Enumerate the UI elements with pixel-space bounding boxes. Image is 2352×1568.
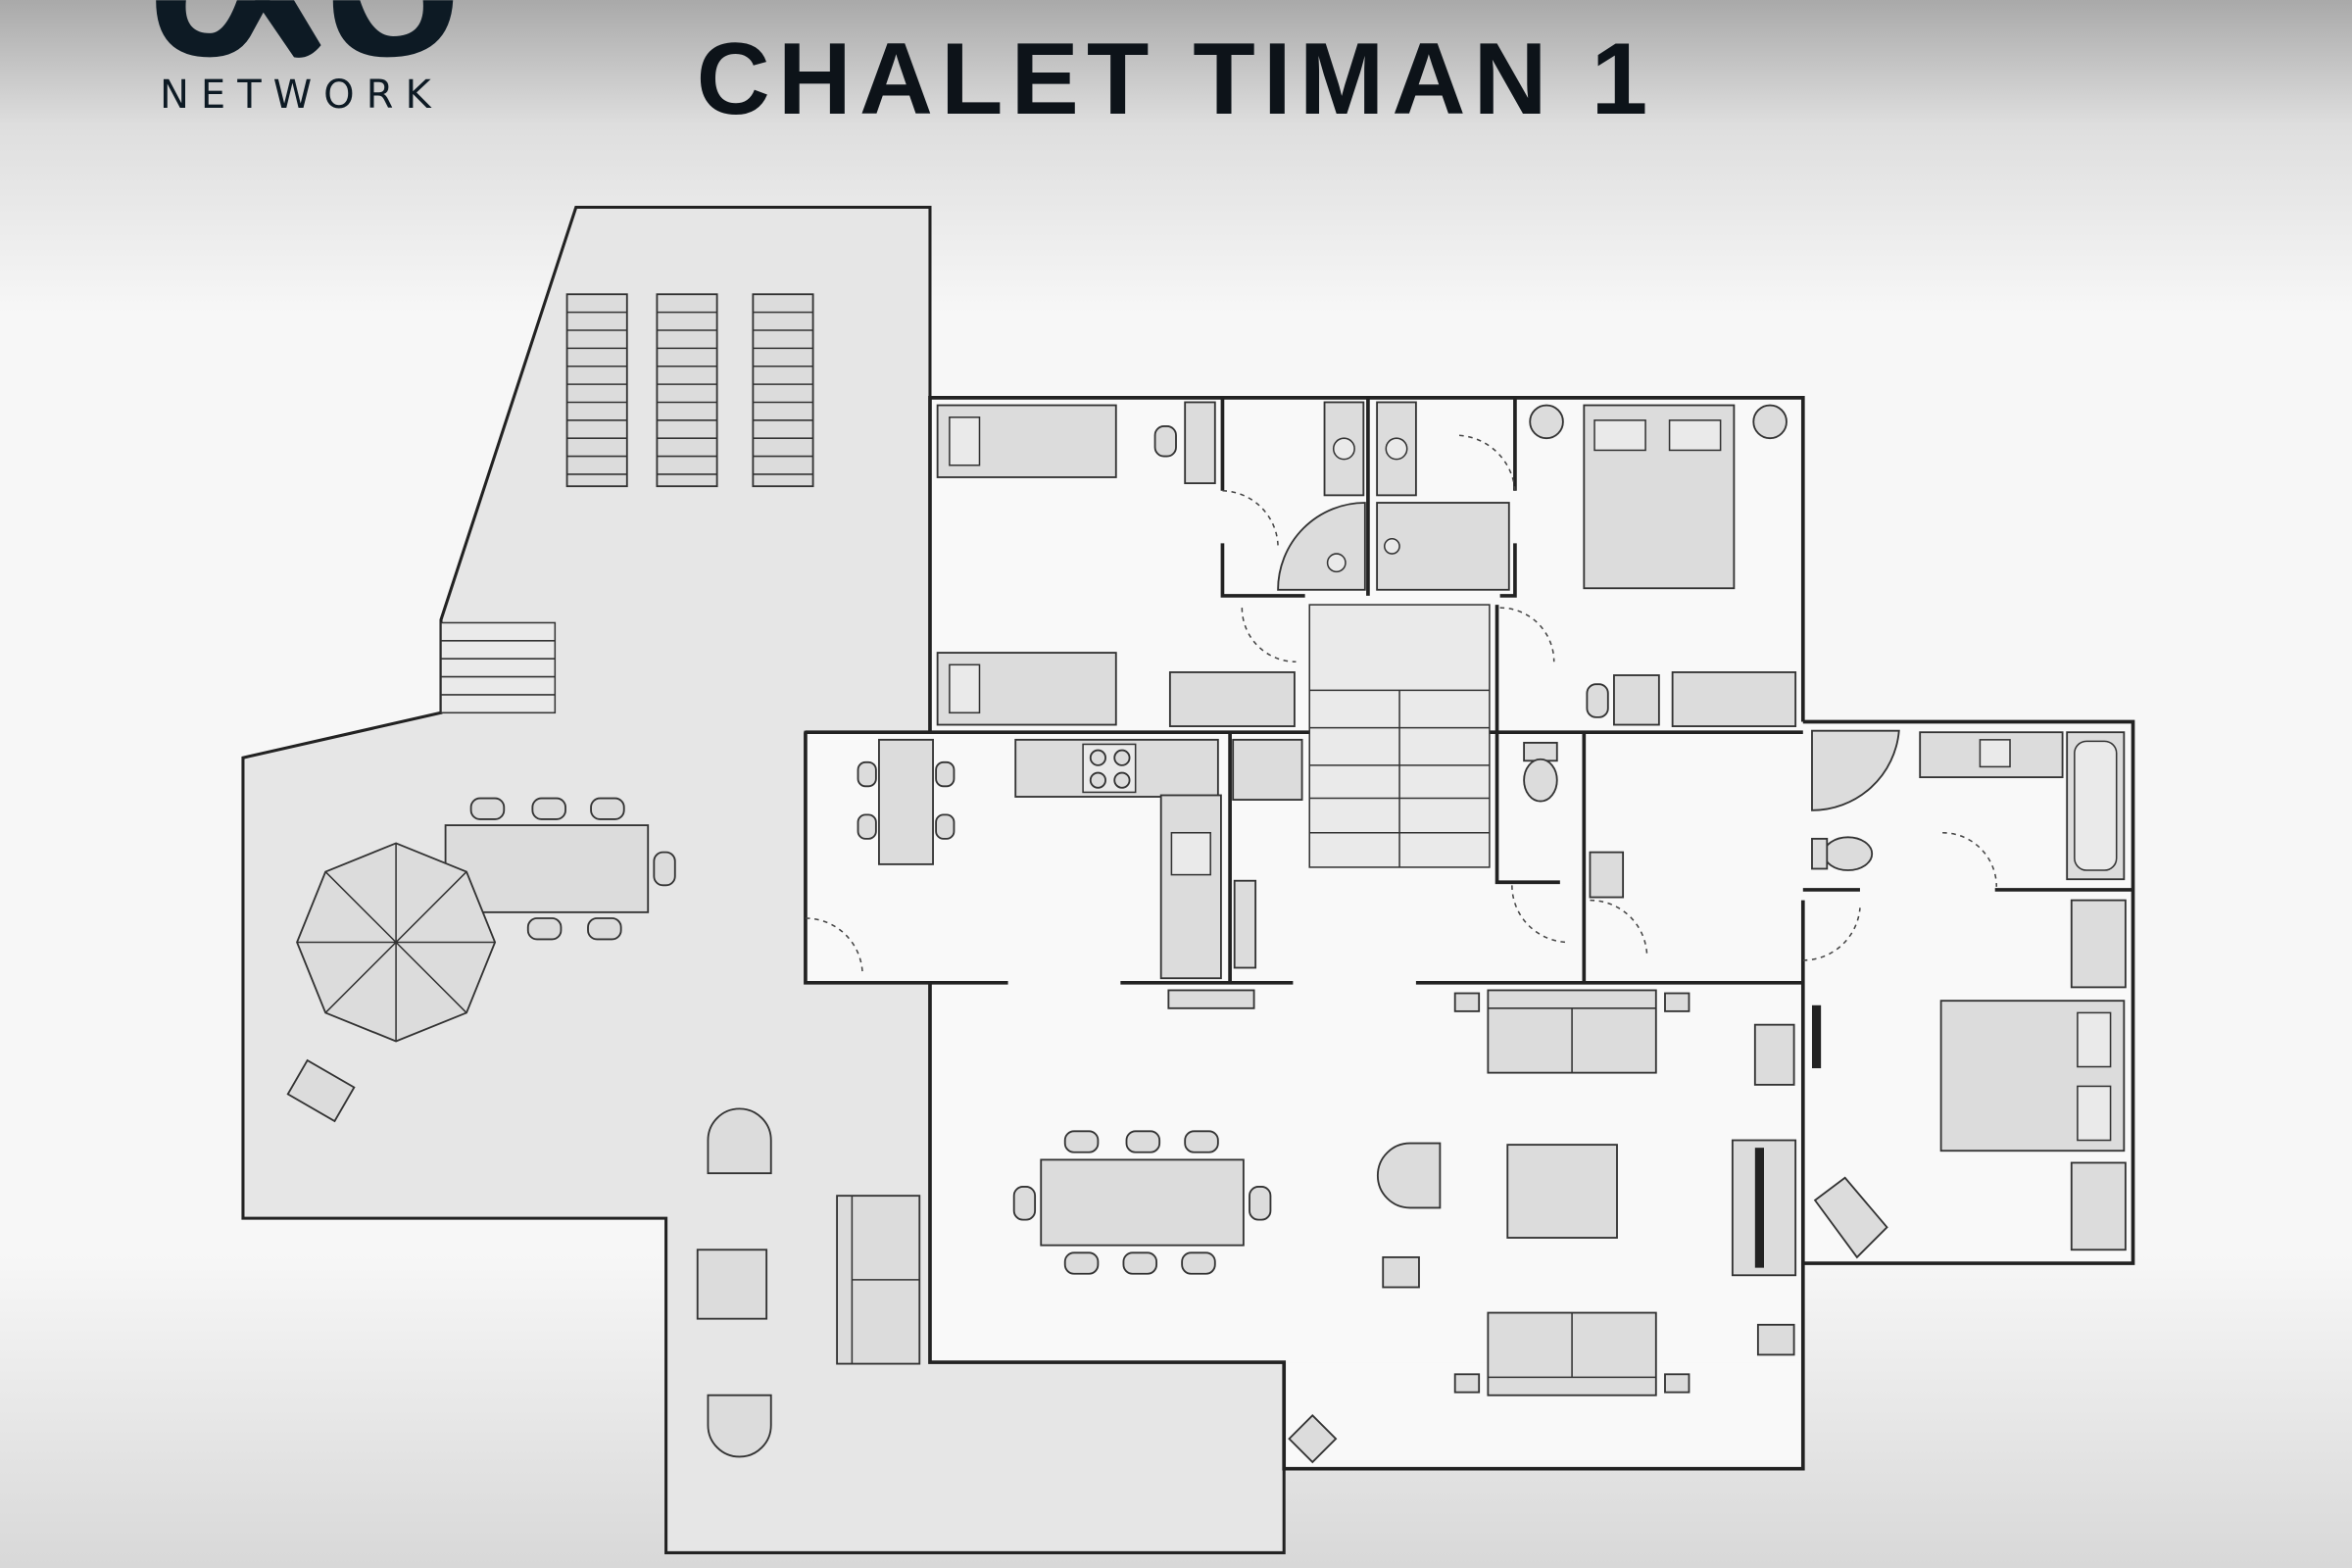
terrace-side-table (696, 1249, 768, 1320)
house-floor (805, 397, 2133, 1469)
terrace-sofa (836, 1195, 921, 1365)
terrace-armchair (707, 1107, 772, 1175)
terrace-rug (286, 1058, 356, 1123)
master-bedroom (1529, 404, 1797, 727)
page-title: CHALET TIMAN 1 (696, 23, 1656, 136)
outdoor-steps (440, 621, 557, 714)
bedroom-right (1811, 899, 2127, 1259)
door-swings (805, 434, 1998, 976)
living-room (1376, 989, 1797, 1396)
bathroom-top (1277, 401, 1510, 591)
staircase (1308, 604, 1491, 868)
logo-mark (156, 0, 454, 58)
kitchen (857, 738, 1303, 1009)
wc (1523, 741, 1625, 899)
sun-loungers (565, 293, 814, 488)
dining-table (1012, 1130, 1272, 1275)
bedroom-twin (936, 401, 1296, 727)
logo-text: NETWORK (160, 73, 443, 118)
terrace-armchair (707, 1394, 772, 1458)
terrace-planter (1288, 1414, 1338, 1464)
parasol (296, 842, 497, 1043)
terrace-dining-table (444, 797, 676, 941)
walls (804, 396, 2135, 1471)
bathroom-right (1811, 729, 2126, 881)
